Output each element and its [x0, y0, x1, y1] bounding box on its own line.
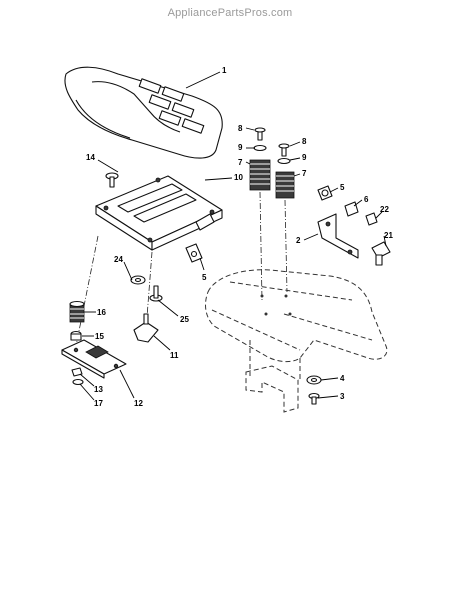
- callouts: 1 10 14 8 9 7 8 9 7 5 6 22 21 2 5 24 25 …: [86, 66, 393, 408]
- watermark-text: AppliancePartsPros.com: [168, 7, 293, 19]
- callout-3: 3: [340, 392, 345, 401]
- callout-22: 22: [380, 205, 389, 214]
- callout-10: 10: [234, 173, 243, 182]
- frame-mount-ghost: [245, 365, 299, 413]
- callout-6: 6: [364, 195, 369, 204]
- spring-16: [69, 300, 85, 323]
- callout-12: 12: [134, 399, 143, 408]
- callout-5b: 5: [202, 273, 207, 282]
- callout-1: 1: [222, 66, 227, 75]
- callout-16: 16: [97, 308, 106, 317]
- seat-pan: [95, 175, 223, 251]
- bolt-14: [105, 172, 119, 188]
- callout-15: 15: [95, 332, 104, 341]
- leader-lines: [79, 71, 387, 401]
- bushing-15: [70, 330, 82, 341]
- knob-11: [133, 313, 159, 343]
- callout-7b: 7: [302, 169, 307, 178]
- callout-14: 14: [86, 153, 95, 162]
- callout-4: 4: [340, 374, 345, 383]
- screw-3: [308, 392, 320, 405]
- callout-7a: 7: [238, 158, 243, 167]
- spring-right: [275, 143, 295, 199]
- center-line-lower-left: [75, 235, 99, 347]
- washer-4: [306, 375, 322, 385]
- callout-17: 17: [94, 399, 103, 408]
- bolt-25: [149, 285, 163, 302]
- callout-24: 24: [114, 255, 123, 264]
- switch-21: [371, 241, 391, 266]
- callout-21: 21: [384, 231, 393, 240]
- callout-11: 11: [170, 351, 179, 360]
- switch-5-lower: [185, 243, 203, 263]
- callout-8b: 8: [302, 137, 307, 146]
- nut-22: [365, 212, 378, 226]
- callout-25: 25: [180, 315, 189, 324]
- callout-2: 2: [296, 236, 301, 245]
- center-line-lower-mid: [145, 251, 153, 331]
- seat-bracket: [317, 213, 359, 259]
- callout-8a: 8: [238, 124, 243, 133]
- callout-5a: 5: [340, 183, 345, 192]
- hinge-plate-12: [61, 339, 127, 379]
- washer-17: [72, 378, 84, 386]
- center-line-left: [259, 191, 263, 301]
- callout-9b: 9: [302, 153, 307, 162]
- bumper-5: [317, 185, 333, 201]
- callout-9a: 9: [238, 143, 243, 152]
- fender-ghost: [205, 269, 388, 380]
- nut-13: [71, 367, 83, 377]
- spring-left: [249, 127, 271, 191]
- washer-24: [130, 275, 146, 285]
- seat: [64, 66, 223, 159]
- center-line-right: [284, 199, 288, 293]
- callout-13: 13: [94, 385, 103, 394]
